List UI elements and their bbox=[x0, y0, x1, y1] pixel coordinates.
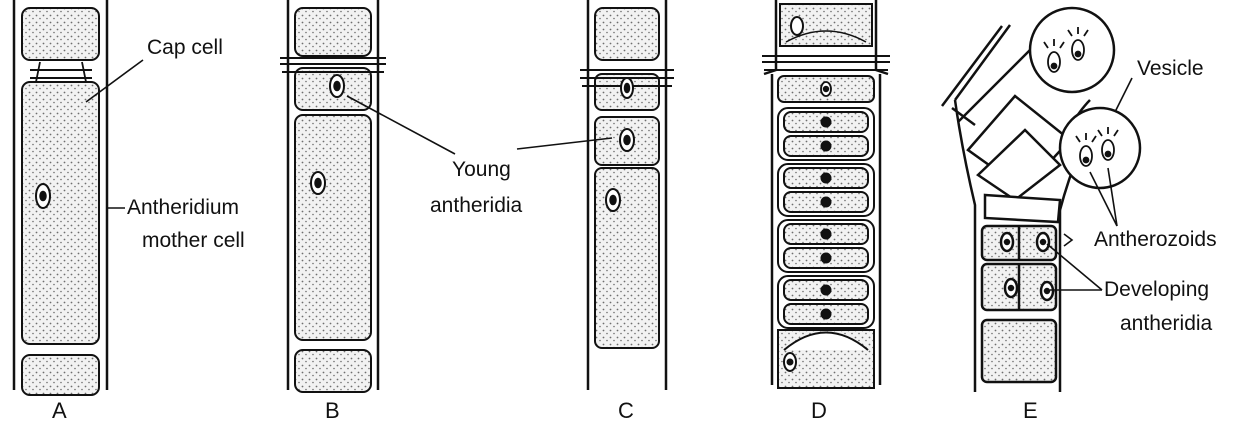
antheridium-nucleus bbox=[822, 286, 831, 295]
antheridium-nucleus bbox=[822, 310, 831, 319]
panel-letter-a: A bbox=[52, 398, 67, 424]
antherozoids-label: Antherozoids bbox=[1094, 228, 1217, 252]
antheridium-mother-cell-label-line2: mother cell bbox=[142, 229, 245, 253]
antheridium-nucleus bbox=[822, 142, 831, 151]
antheridium-mother-cell-label-line1: Antheridium bbox=[127, 196, 239, 220]
panel-e-filament bbox=[942, 8, 1140, 392]
antheridium-nucleus bbox=[822, 118, 831, 127]
panel-d-antheridia bbox=[778, 108, 874, 328]
panel-letter-c: C bbox=[618, 398, 634, 424]
developing-antheridia-label-line2: antheridia bbox=[1120, 312, 1212, 336]
panel-b-filament bbox=[280, 0, 386, 392]
young-antheridia-label-line2: antheridia bbox=[430, 194, 522, 218]
antheridium-nucleus bbox=[822, 254, 831, 263]
panel-c-filament bbox=[580, 0, 674, 390]
antheridium-nucleus bbox=[822, 174, 831, 183]
developing-antheridia-label-line1: Developing bbox=[1104, 278, 1209, 302]
panel-letter-b: B bbox=[325, 398, 340, 424]
panel-letter-e: E bbox=[1023, 398, 1038, 424]
cap-cell-label: Cap cell bbox=[147, 36, 223, 60]
panel-letter-d: D bbox=[811, 398, 827, 424]
young-antheridia-label-line1: Young bbox=[452, 158, 511, 182]
vesicle-label: Vesicle bbox=[1137, 57, 1204, 81]
antheridium-nucleus bbox=[822, 230, 831, 239]
panel-a-filament bbox=[14, 0, 107, 395]
panel-bc-leaders bbox=[347, 96, 612, 154]
antheridium-nucleus bbox=[822, 198, 831, 207]
panel-d-base bbox=[778, 330, 874, 388]
